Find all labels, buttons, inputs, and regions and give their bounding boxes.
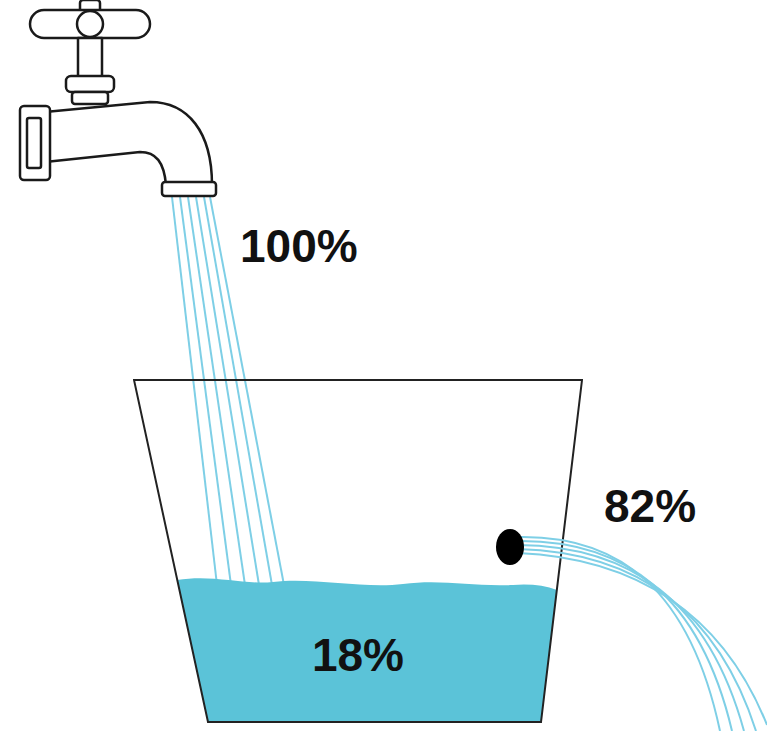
- water-stream-out: [518, 537, 767, 731]
- percentage-label: 100%: [240, 218, 358, 274]
- bucket-border: [134, 380, 582, 722]
- percentage-value: 18%: [133, 627, 583, 683]
- leak-hole: [496, 529, 524, 565]
- faucet: [20, 0, 216, 196]
- percentage-label: 82%: [604, 478, 696, 534]
- bucket: 18%: [133, 379, 583, 723]
